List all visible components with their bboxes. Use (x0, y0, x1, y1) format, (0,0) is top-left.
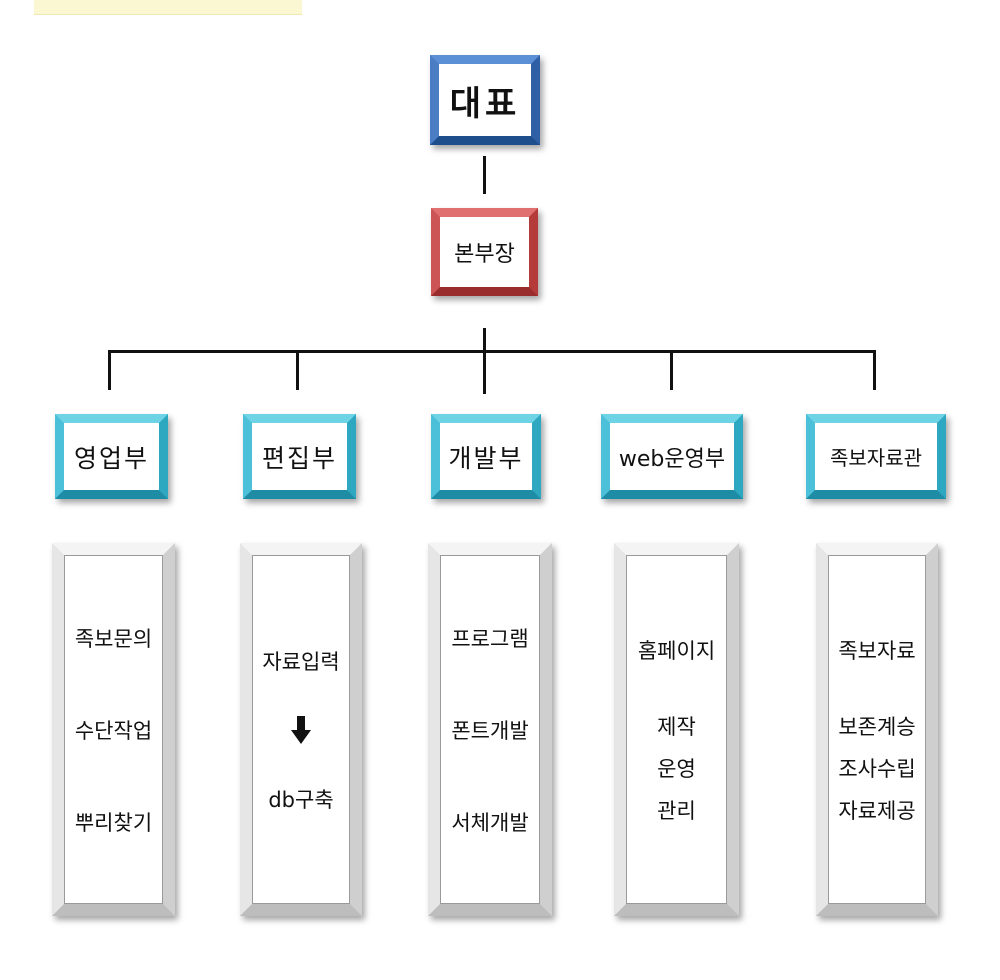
ceo-label: 대표 (439, 64, 531, 136)
connector-second-to-bus (483, 328, 486, 394)
detail-item: 서체개발 (451, 810, 529, 835)
detail-item: 족보문의 (74, 626, 153, 651)
connector-drop-archive (873, 350, 876, 390)
detail-box-development: 프로그램 폰트개발 서체개발 (428, 543, 552, 916)
detail-list-sales: 족보문의 수단작업 뿌리찾기 (75, 623, 152, 837)
connector-top-to-second (483, 156, 486, 194)
detail-box-archive: 족보자료 보존계승 조사수립 자료제공 (816, 543, 938, 916)
connector-bus (108, 350, 876, 353)
detail-list-archive: 족보자료 보존계승 조사수립 자료제공 (838, 635, 915, 825)
detail-item: 족보자료 (838, 638, 916, 663)
detail-item: 제작 (657, 714, 696, 739)
dept-box-archive: 족보자료관 (806, 414, 946, 499)
dept-box-editing: 편집부 (243, 414, 356, 499)
connector-drop-sales (108, 350, 111, 390)
dept-box-development: 개발부 (431, 414, 541, 499)
detail-list-development: 프로그램 폰트개발 서체개발 (451, 623, 528, 837)
director-box: 본부장 (431, 208, 538, 296)
detail-item: 홈페이지 (637, 638, 716, 663)
detail-item: db구축 (268, 787, 334, 812)
detail-item: 운영 (657, 756, 696, 781)
down-arrow-icon (291, 715, 311, 744)
director-label: 본부장 (440, 217, 529, 287)
detail-box-sales: 족보문의 수단작업 뿌리찾기 (52, 543, 175, 916)
detail-item: 뿌리찾기 (74, 810, 153, 835)
detail-list-editing: 자료입력 db구축 (262, 646, 339, 814)
connector-drop-editing (296, 350, 299, 390)
detail-box-editing: 자료입력 db구축 (240, 543, 362, 916)
dept-box-sales: 영업부 (55, 414, 168, 499)
ceo-box: 대표 (430, 55, 540, 145)
dept-label-sales: 영업부 (64, 423, 159, 490)
detail-item: 자료입력 (262, 649, 340, 674)
detail-item: 조사수립 (838, 756, 916, 781)
dept-label-archive: 족보자료관 (815, 423, 937, 490)
detail-item: 보존계승 (838, 714, 916, 739)
highlight-strip (34, 0, 302, 15)
detail-item: 프로그램 (451, 626, 529, 651)
connector-drop-web (670, 350, 673, 390)
dept-box-web: web운영부 (601, 414, 743, 499)
detail-list-web: 홈페이지 제작 운영 관리 (638, 635, 715, 825)
detail-box-web: 홈페이지 제작 운영 관리 (614, 543, 739, 916)
detail-item: 수단작업 (74, 718, 153, 743)
dept-label-web: web운영부 (610, 423, 734, 490)
detail-item: 자료제공 (838, 798, 916, 823)
detail-item: 폰트개발 (451, 718, 529, 743)
detail-item: 관리 (657, 798, 696, 823)
dept-label-development: 개발부 (440, 423, 532, 490)
dept-label-editing: 편집부 (252, 423, 347, 490)
